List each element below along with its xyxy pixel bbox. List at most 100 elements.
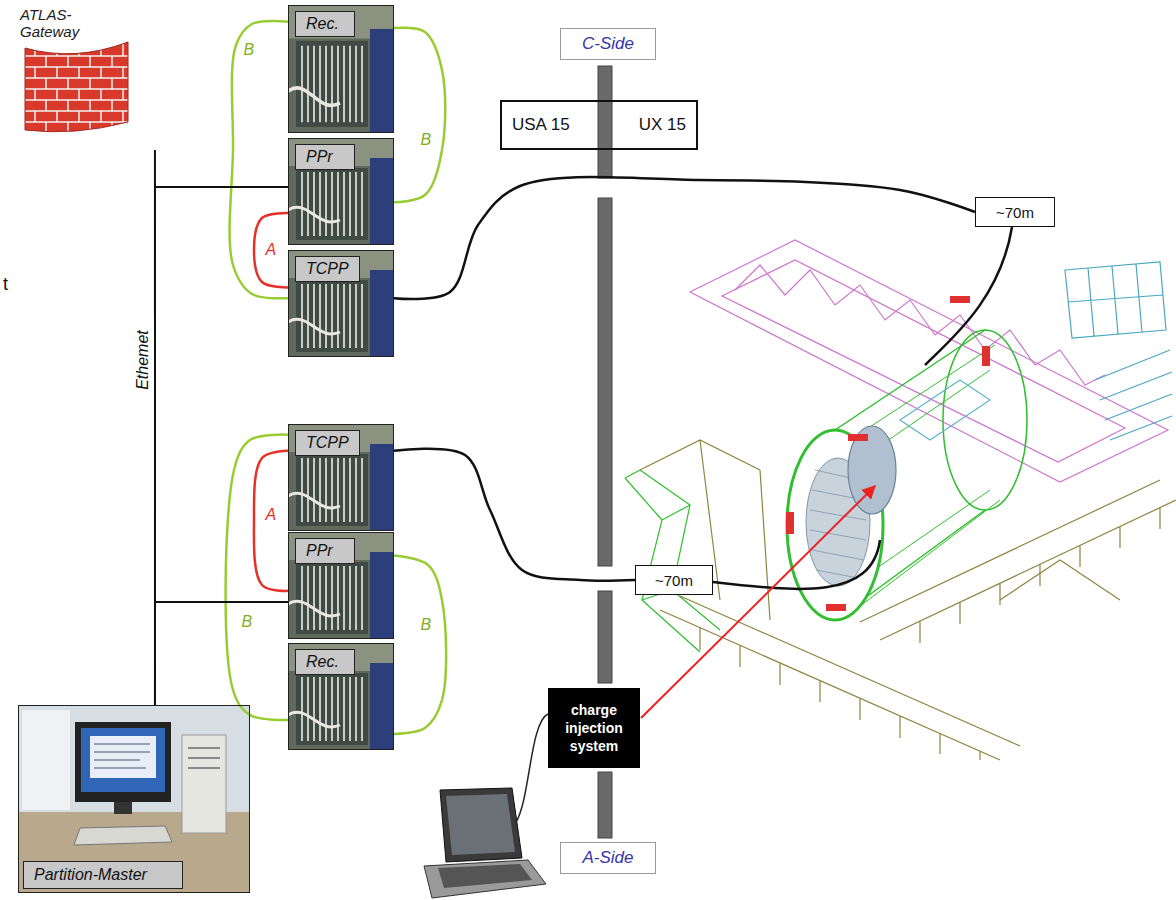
pc-tower — [182, 735, 226, 833]
connector — [394, 28, 445, 202]
node-label: UX 15 — [639, 115, 686, 135]
gateway-wall: ATLAS- Gateway — [20, 6, 160, 150]
laptop-cable — [516, 714, 548, 822]
crate-box: TCPP — [288, 424, 394, 531]
crate-box: Rec. — [288, 643, 394, 750]
edge-label: A — [265, 241, 278, 259]
connector — [254, 213, 288, 288]
laptop-keys — [438, 864, 532, 888]
monitor-stand — [114, 802, 132, 814]
laptop-screen — [446, 794, 515, 855]
crate-photo — [288, 532, 394, 639]
node-label: Rec. — [295, 11, 355, 37]
frame-inner — [722, 260, 1125, 462]
connector — [155, 187, 288, 705]
screen-lines — [94, 744, 150, 768]
crate-box: TCPP — [288, 250, 394, 357]
edge-label: A — [265, 506, 278, 524]
crate-photo — [288, 643, 394, 750]
wall-mortar — [20, 56, 132, 122]
side-box: A-Side — [560, 842, 656, 874]
cavern-box: USA 15 UX 15 — [500, 100, 698, 150]
node-label: ATLAS- Gateway — [20, 6, 90, 40]
injection-box: charge injection system — [548, 688, 640, 768]
connector — [226, 435, 288, 720]
red-module — [826, 604, 846, 611]
monitor-frame — [75, 722, 171, 802]
crate-photo — [288, 5, 394, 133]
drive-slots — [188, 748, 220, 768]
end-cap — [1065, 262, 1172, 440]
support-rails — [640, 440, 1176, 760]
end-rails — [1095, 350, 1172, 440]
wall-bricks — [20, 38, 132, 138]
crate-box: PPr — [288, 532, 394, 639]
connector — [230, 21, 288, 298]
crate-photo — [288, 138, 394, 245]
connector — [254, 451, 288, 591]
monitor-screen — [81, 728, 165, 792]
edge-label: B — [243, 41, 256, 59]
node-label: TCPP — [295, 430, 360, 456]
wall-outline — [25, 42, 128, 132]
laptop-lid — [440, 788, 522, 862]
node-label: ~70m — [996, 204, 1034, 221]
wall-bar-segment — [598, 198, 612, 566]
node-label: PPr — [295, 538, 355, 564]
connector — [155, 602, 288, 705]
edge-label: B — [420, 131, 433, 149]
node-label: PPr — [295, 144, 355, 170]
node-label: Rec. — [295, 649, 355, 675]
length-box: ~70m — [975, 197, 1055, 227]
red-module — [950, 296, 970, 303]
red-modules — [786, 296, 990, 611]
node-label: C-Side — [582, 34, 634, 54]
text-fragment: t — [3, 274, 8, 295]
laptop — [424, 714, 548, 898]
node-label: charge injection system — [552, 701, 636, 755]
crate-photos — [288, 5, 394, 750]
screen-window — [90, 736, 156, 778]
crate-photo — [288, 250, 394, 357]
connector — [394, 556, 446, 734]
injection-arrow — [641, 486, 875, 718]
laptop-base — [424, 860, 546, 898]
crate-box: Rec. — [288, 5, 394, 133]
edge-label: B — [241, 613, 254, 631]
crate-photo — [288, 424, 394, 531]
connector — [394, 449, 635, 581]
node-label: USA 15 — [512, 115, 570, 135]
green-legs — [625, 470, 720, 652]
wall-joints — [35, 40, 123, 135]
node-label: ~70m — [655, 572, 693, 589]
right-rails — [860, 480, 1176, 643]
inner-cylinder — [900, 380, 990, 440]
computer-photo — [18, 705, 250, 893]
barrel-back — [943, 330, 1027, 510]
edge-label: B — [420, 616, 433, 634]
photo-wall — [18, 705, 250, 893]
computer-box: Partition-Master — [18, 705, 250, 893]
node-label: Partition-Master — [23, 861, 183, 889]
atlas-detector — [625, 240, 1176, 760]
leg-frame — [625, 470, 720, 652]
end-cap-grid — [1065, 262, 1166, 338]
barrel — [787, 330, 1027, 620]
node-label: TCPP — [295, 256, 360, 282]
brick-wall — [20, 38, 132, 138]
red-module — [786, 512, 794, 534]
photo-window — [22, 710, 70, 810]
edge-label: Ethemet — [134, 329, 152, 391]
node-label: A-Side — [582, 848, 633, 868]
keyboard — [74, 826, 172, 845]
connector — [394, 177, 975, 299]
crate-box: PPr — [288, 138, 394, 245]
inner-detector — [848, 426, 896, 514]
side-box: C-Side — [560, 28, 656, 60]
frame-truss — [735, 265, 1105, 385]
wall-bar-segment — [598, 772, 612, 838]
red-module — [848, 434, 868, 441]
red-module — [982, 346, 990, 366]
wall-bar-segment — [598, 66, 612, 178]
